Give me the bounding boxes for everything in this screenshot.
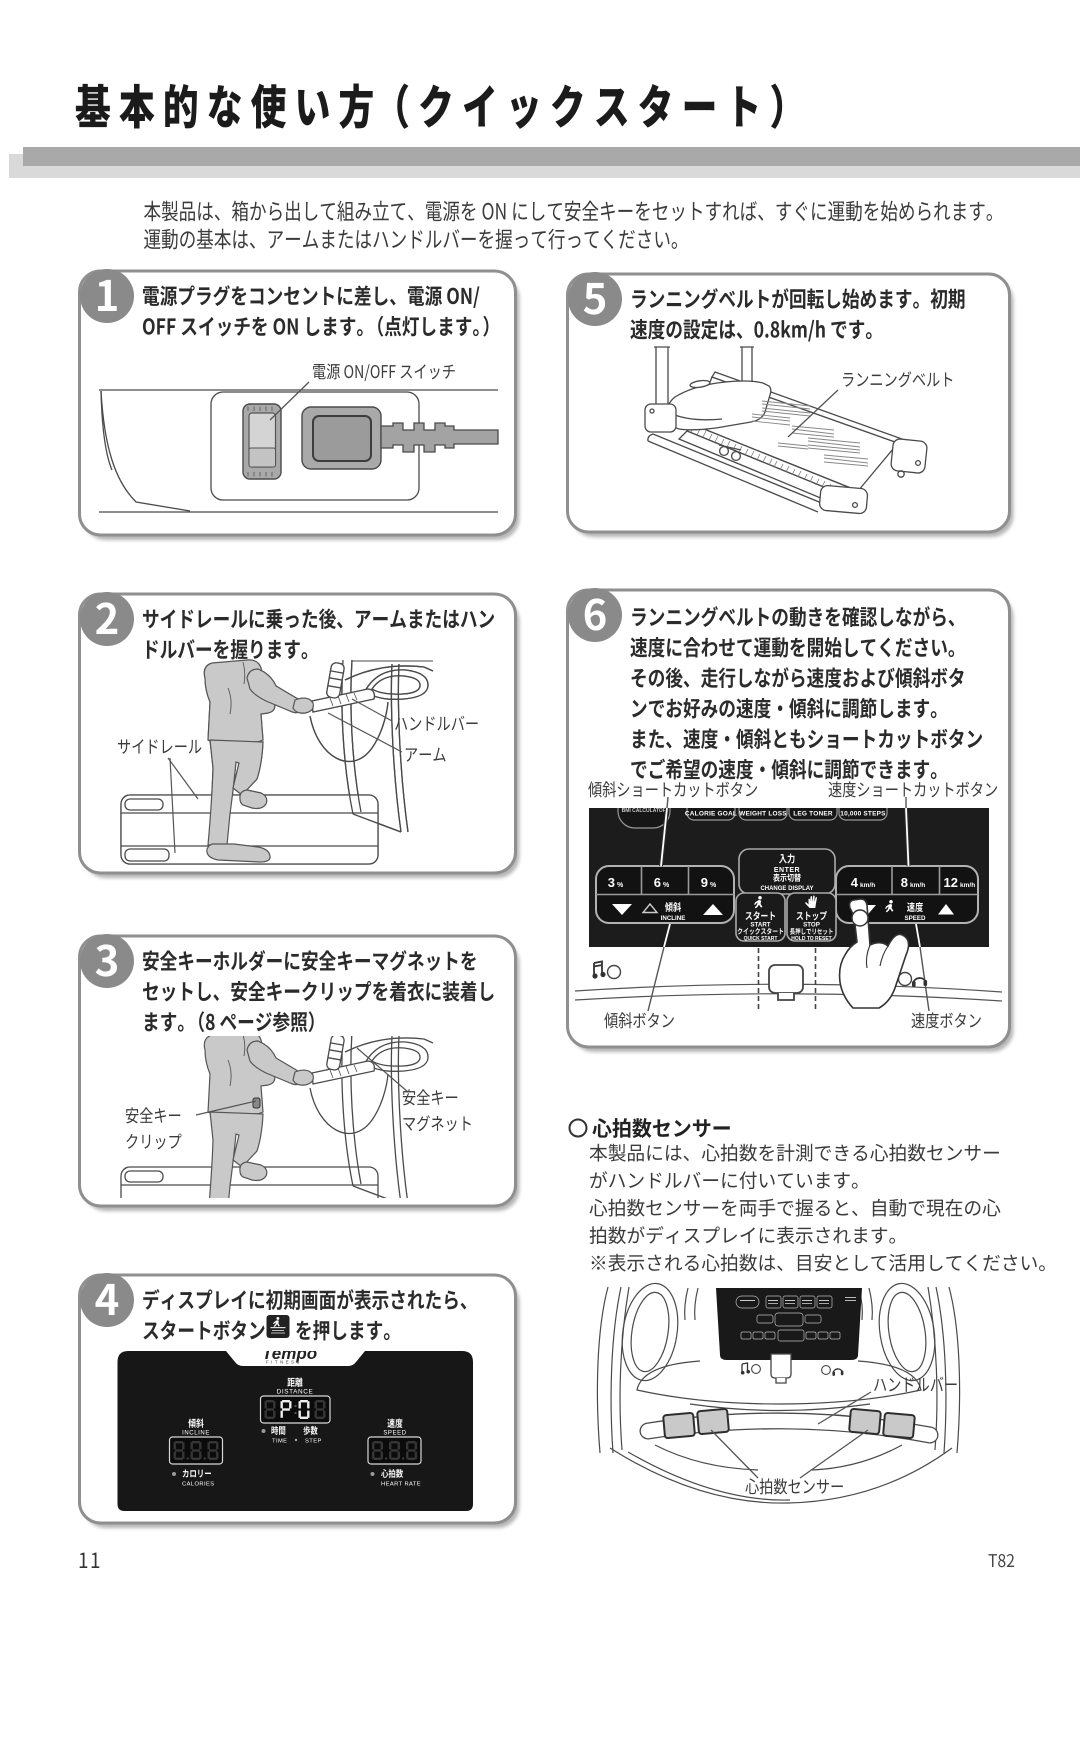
svg-text:START: START <box>750 922 770 929</box>
svg-text:DISTANCE: DISTANCE <box>277 1389 314 1396</box>
svg-text:BMI CALCULATOR: BMI CALCULATOR <box>622 808 667 814</box>
svg-text:8: 8 <box>901 875 908 890</box>
svg-text:6: 6 <box>654 875 661 890</box>
svg-text:9: 9 <box>701 875 708 890</box>
svg-text:INCLINE: INCLINE <box>661 915 686 922</box>
svg-text:STEP: STEP <box>305 1439 322 1445</box>
svg-text:QUICK START: QUICK START <box>744 936 778 942</box>
svg-text:3: 3 <box>608 875 615 890</box>
svg-text:TIME: TIME <box>272 1439 287 1445</box>
svg-text:STOP: STOP <box>803 922 820 929</box>
svg-text:HEART RATE: HEART RATE <box>381 1482 421 1488</box>
svg-text:CHANGE DISPLAY: CHANGE DISPLAY <box>760 886 813 892</box>
svg-text:CALORIE GOAL: CALORIE GOAL <box>685 811 737 818</box>
svg-text:km/h: km/h <box>860 882 875 889</box>
svg-text:Tempo: Tempo <box>262 1344 317 1363</box>
svg-text:WEIGHT LOSS: WEIGHT LOSS <box>739 811 787 818</box>
svg-text:10,000 STEPS: 10,000 STEPS <box>840 811 886 818</box>
svg-text:LEG TONER: LEG TONER <box>793 811 833 818</box>
svg-text:ENTER: ENTER <box>774 867 800 874</box>
svg-text:HOLD TO RESET: HOLD TO RESET <box>791 936 831 942</box>
svg-text:FITNESS: FITNESS <box>266 1360 302 1365</box>
svg-text:km/h: km/h <box>960 882 975 889</box>
svg-text:4: 4 <box>851 875 859 890</box>
svg-text:%: % <box>663 882 670 889</box>
svg-text:%: % <box>617 882 624 889</box>
svg-text:%: % <box>710 882 717 889</box>
svg-text:km/h: km/h <box>910 882 925 889</box>
svg-text:INCLINE: INCLINE <box>182 1431 210 1437</box>
svg-text:SPEED: SPEED <box>383 1431 406 1437</box>
svg-text:CALORIES: CALORIES <box>182 1482 215 1488</box>
svg-text:12: 12 <box>944 875 958 890</box>
svg-text:SPEED: SPEED <box>905 915 927 922</box>
